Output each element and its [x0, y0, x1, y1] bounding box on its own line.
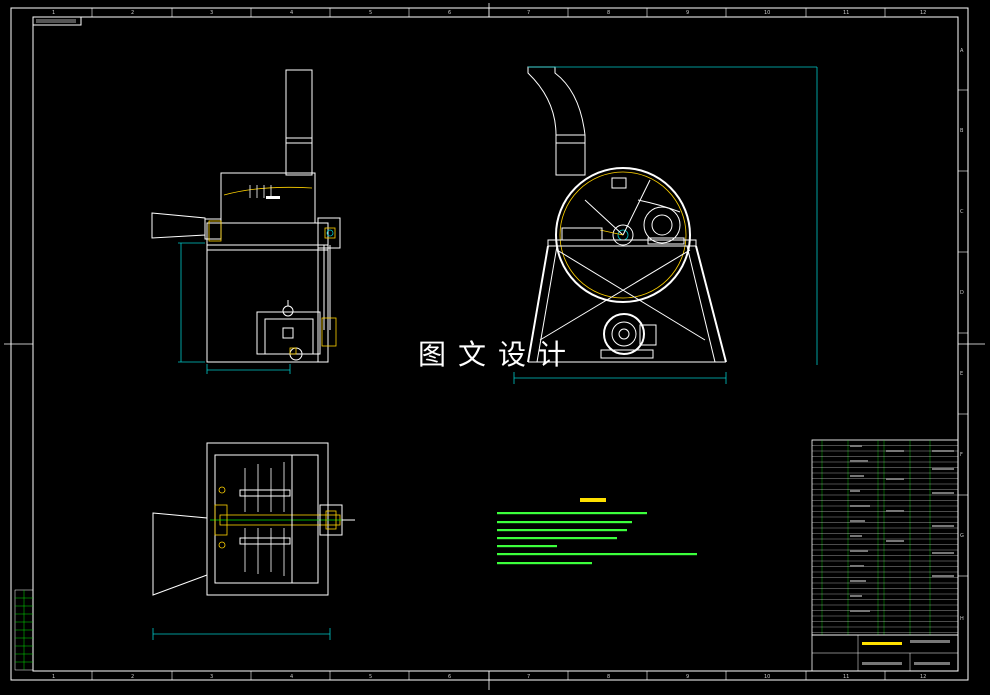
drawing-number-box — [32, 16, 82, 26]
zone-letter-h: H — [960, 616, 964, 622]
zone-num-9: 9 — [686, 10, 689, 16]
side-revision-strip — [14, 589, 34, 671]
zone-letter-b: B — [960, 128, 964, 134]
zone-num-12: 12 — [920, 10, 926, 16]
zone-ticks-bottom — [91, 671, 886, 680]
zone-num-11: 11 — [843, 10, 849, 16]
center-marks — [4, 3, 985, 690]
zone-letter-g: G — [960, 533, 964, 539]
front-view — [151, 69, 341, 374]
zone-letter-d: D — [960, 290, 964, 296]
top-view — [152, 442, 355, 640]
technical-notes — [497, 498, 697, 565]
zone-num-7: 7 — [527, 10, 530, 16]
zone-num-bottom-12: 12 — [920, 674, 926, 680]
zone-labels-bottom: 1 2 3 4 5 6 7 8 9 10 11 12 — [52, 674, 926, 680]
zone-ticks-right — [958, 89, 968, 577]
zone-num-bottom-4: 4 — [290, 674, 293, 680]
title-block — [811, 634, 959, 672]
zone-ticks-top — [91, 8, 886, 17]
zone-num-8: 8 — [607, 10, 610, 16]
watermark-text: 图文设计 — [418, 338, 579, 371]
zone-letter-e: E — [960, 371, 963, 377]
zone-num-bottom-9: 9 — [686, 674, 689, 680]
zone-num-4: 4 — [290, 10, 293, 16]
zone-num-3: 3 — [210, 10, 213, 16]
zone-num-bottom-6: 6 — [448, 674, 451, 680]
zone-num-bottom-1: 1 — [52, 674, 55, 680]
zone-num-bottom-2: 2 — [131, 674, 134, 680]
zone-num-bottom-8: 8 — [607, 674, 610, 680]
zone-num-bottom-7: 7 — [527, 674, 530, 680]
zone-letter-c: C — [960, 209, 964, 215]
zone-num-6: 6 — [448, 10, 451, 16]
side-view — [513, 66, 818, 384]
zone-labels-right: A B C D E F G H — [960, 48, 964, 622]
zone-letter-f: F — [960, 452, 963, 458]
zone-num-bottom-11: 11 — [843, 674, 849, 680]
zone-letter-a: A — [960, 48, 964, 54]
zone-num-bottom-10: 10 — [764, 674, 770, 680]
zone-num-bottom-3: 3 — [210, 674, 213, 680]
zone-labels-top: 1 2 3 4 5 6 7 8 9 10 11 12 — [52, 10, 926, 16]
zone-num-2: 2 — [131, 10, 134, 16]
parts-list — [811, 439, 959, 636]
zone-num-5: 5 — [369, 10, 372, 16]
zone-num-10: 10 — [764, 10, 770, 16]
zone-num-bottom-5: 5 — [369, 674, 372, 680]
zone-num-1: 1 — [52, 10, 55, 16]
